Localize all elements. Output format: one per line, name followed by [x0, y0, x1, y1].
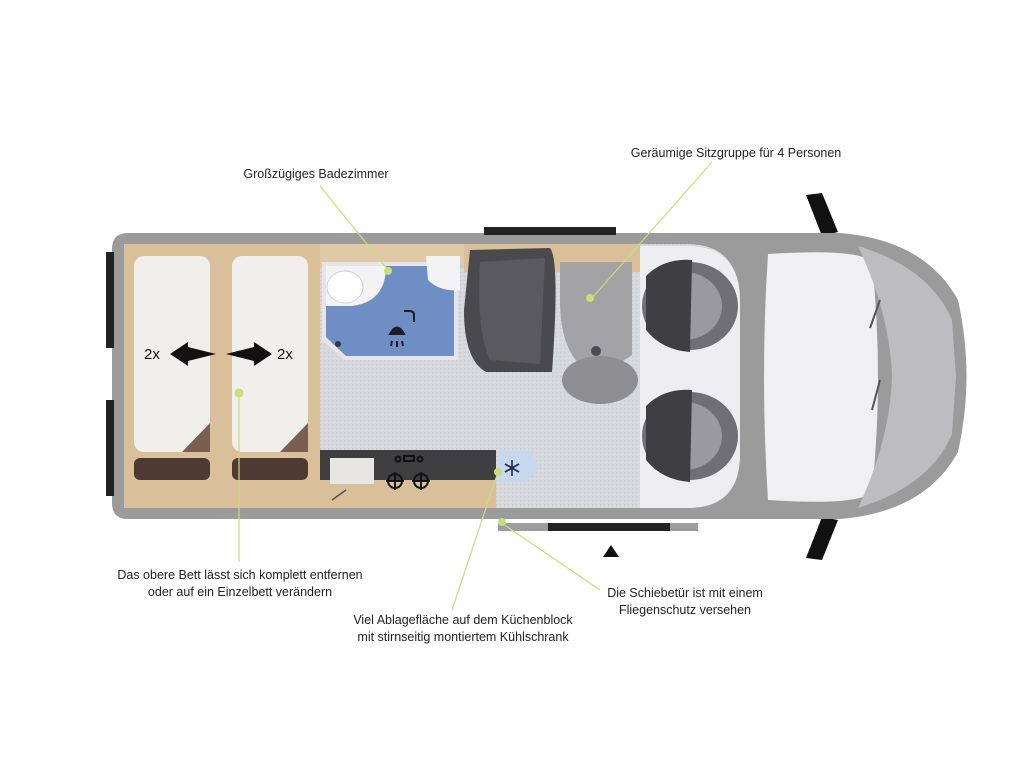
kitchen-drawer — [320, 480, 496, 508]
bed-dot — [234, 388, 244, 398]
label-bed-line1: Das obere Bett lässt sich komplett entfe… — [117, 568, 363, 582]
callout-lines — [238, 161, 713, 611]
windshield — [858, 246, 956, 508]
shower-drain — [335, 341, 341, 347]
arrow-left-icon — [170, 342, 216, 366]
label-kitchen: Viel Ablagefläche auf dem Küchenblock mi… — [338, 612, 588, 646]
triangle-up-icon — [603, 545, 619, 557]
table-leg — [591, 346, 601, 356]
shower-icon — [388, 310, 415, 347]
bed-left-count: 2x — [144, 346, 160, 363]
dining-table — [560, 262, 632, 368]
label-kitchen-line2: mit stirnseitig montiertem Kühlschrank — [357, 630, 569, 644]
bed-left-fold — [182, 423, 210, 452]
toilet-bowl — [326, 270, 364, 304]
left-mirror — [806, 193, 838, 236]
driver-seat — [642, 259, 738, 352]
cushion-left — [134, 458, 210, 480]
window-trim — [484, 227, 616, 235]
stove-icon — [386, 455, 430, 490]
label-bathroom: Großzügiges Badezimmer — [216, 166, 416, 183]
kitchen-sink — [330, 458, 374, 484]
bath-sink — [426, 256, 460, 291]
dashboard — [764, 252, 878, 502]
bathroom-dot — [384, 267, 392, 275]
fridge — [498, 450, 540, 482]
label-seating: Geräumige Sitzgruppe für 4 Personen — [616, 145, 856, 162]
passenger-seat — [642, 389, 738, 482]
seating-dot — [586, 294, 594, 302]
label-door: Die Schiebetür ist mit einem Fliegenschu… — [590, 585, 780, 619]
label-door-line2: Fliegenschutz versehen — [618, 603, 752, 617]
rear-door-right — [106, 400, 114, 496]
label-kitchen-line1: Viel Ablagefläche auf dem Küchenblock — [353, 613, 573, 627]
middle-seat-cushion — [479, 258, 545, 364]
label-bed-line2: oder auf ein Einzelbett verändern — [147, 585, 333, 599]
right-mirror — [806, 517, 838, 560]
sink-tap — [331, 489, 347, 501]
snowflake-icon — [504, 460, 520, 476]
sliding-door — [548, 523, 670, 531]
label-bed: Das obere Bett lässt sich komplett entfe… — [100, 567, 380, 601]
arrow-right-icon — [226, 342, 272, 366]
bed-right-fold — [280, 423, 308, 452]
label-seating-text: Geräumige Sitzgruppe für 4 Personen — [630, 146, 842, 160]
label-door-line1: Die Schiebetür ist mit einem — [607, 586, 763, 600]
label-bathroom-text: Großzügiges Badezimmer — [243, 167, 389, 181]
table-extension — [562, 356, 638, 404]
bed-right-count: 2x — [277, 346, 293, 363]
rear-door-left — [106, 252, 114, 348]
wiper-marks — [869, 299, 881, 411]
cushion-right — [232, 458, 308, 480]
